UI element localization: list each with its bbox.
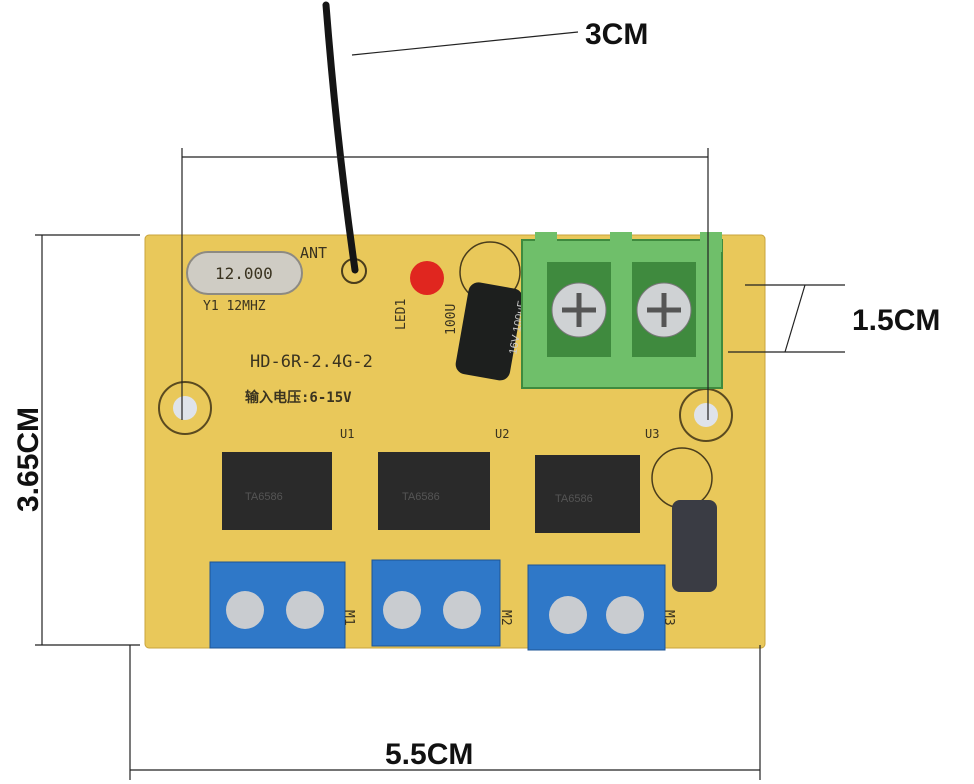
svg-text:U1: U1 [340, 427, 354, 441]
svg-text:TA6586: TA6586 [555, 493, 593, 505]
crystal-label: Y1 12MHZ [203, 299, 266, 314]
motor-terminal-m2: M2 [371, 559, 513, 647]
mounting-hole-left [158, 381, 212, 435]
power-terminal-block [521, 232, 723, 389]
svg-text:U2: U2 [495, 427, 509, 441]
svg-text:M3: M3 [661, 610, 676, 626]
antenna-label: ANT [300, 244, 327, 262]
chip-u3: U3 TA6586 [535, 427, 659, 533]
antenna-wire [322, 1, 359, 274]
svg-text:TA6586: TA6586 [245, 491, 283, 503]
crystal-marking: 12.000 [215, 264, 273, 283]
chip-u1: U1 TA6586 [222, 427, 354, 530]
svg-text:M1: M1 [341, 610, 356, 626]
input-voltage: 输入电压:6-15V [245, 389, 352, 406]
terminal-height-label: 1.5CM [852, 304, 940, 337]
antenna-length-label: 3CM [585, 18, 648, 51]
board-width-label: 5.5CM [385, 738, 473, 771]
led [410, 261, 444, 295]
chip-u2: U2 TA6586 [378, 427, 509, 530]
svg-text:M2: M2 [498, 610, 513, 626]
crystal-oscillator: 12.000 [186, 251, 303, 295]
motor-terminal-m1: M1 [209, 561, 356, 649]
motor-terminal-m3: M3 [527, 564, 676, 651]
led-label: LED1 [394, 299, 409, 330]
capacitor-label: 100U [444, 304, 459, 335]
board-height-label: 3.65CM [12, 407, 45, 512]
small-capacitor [672, 500, 717, 592]
board-model: HD-6R-2.4G-2 [250, 352, 373, 372]
dimension-lines [35, 31, 845, 780]
svg-text:TA6586: TA6586 [402, 491, 440, 503]
svg-text:U3: U3 [645, 427, 659, 441]
